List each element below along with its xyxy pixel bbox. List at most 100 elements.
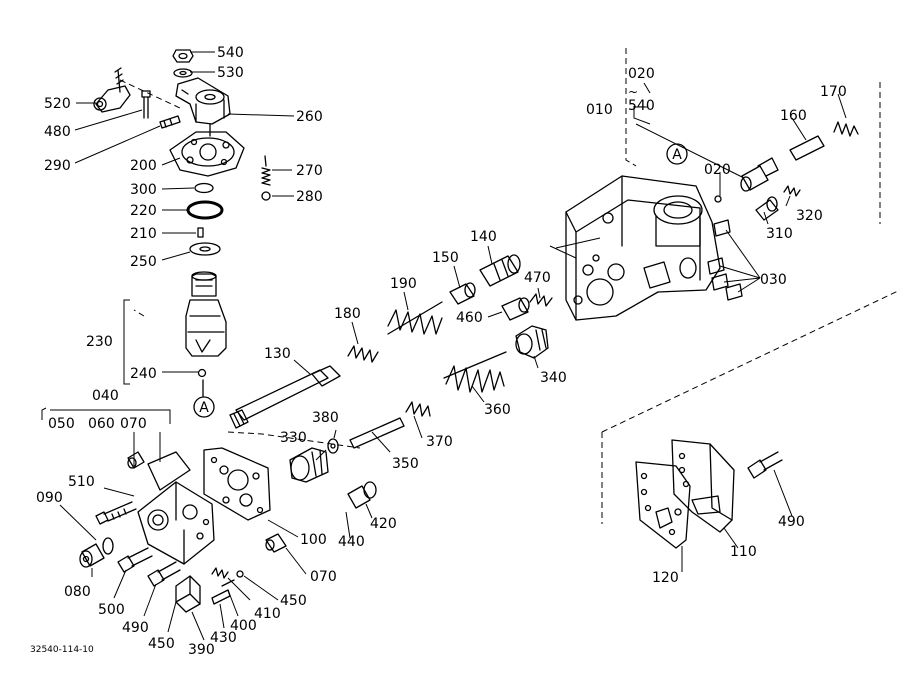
bolt-030d	[725, 283, 743, 301]
plug-460	[501, 297, 530, 321]
callout-350: 350	[392, 456, 419, 472]
dashed-boundaries	[119, 48, 901, 524]
tilde-mark: ~	[628, 85, 638, 99]
bolt-030b	[707, 257, 725, 275]
spring-320	[783, 185, 801, 197]
callout-110: 110	[730, 544, 757, 560]
callout-500: 500	[98, 602, 125, 618]
callout-490b: 490	[778, 514, 805, 530]
callout-510: 510	[68, 474, 95, 490]
gasket-100	[203, 447, 271, 521]
callout-300: 300	[130, 182, 157, 198]
callout-280: 280	[296, 189, 323, 205]
callout-220: 220	[130, 203, 157, 219]
ref-a-lower-label: A	[199, 400, 209, 416]
gasket-120	[635, 461, 691, 549]
washer-380	[327, 438, 339, 454]
callout-030: 030	[760, 272, 787, 288]
oring-090	[102, 537, 114, 555]
oring-220	[186, 200, 224, 220]
spring-360	[443, 351, 507, 393]
callout-360: 360	[484, 402, 511, 418]
callout-labels: 540 530 520 480 260 290 200 270 300 280 …	[36, 45, 847, 658]
piston-340	[515, 325, 549, 359]
pin-290	[159, 115, 181, 129]
callout-260: 260	[296, 109, 323, 125]
callout-180: 180	[334, 306, 361, 322]
callout-160: 160	[780, 108, 807, 124]
callout-190: 190	[390, 276, 417, 292]
spring-180	[347, 345, 379, 363]
arm-260	[175, 77, 231, 125]
sleeve-140	[479, 254, 521, 287]
washer-250	[189, 242, 221, 256]
callout-070b: 070	[310, 569, 337, 585]
callout-230: 230	[86, 334, 113, 350]
callout-100: 100	[300, 532, 327, 548]
callout-460: 460	[456, 310, 483, 326]
callout-540: 540	[217, 45, 244, 61]
callout-410: 410	[254, 606, 281, 622]
callout-170: 170	[820, 84, 847, 100]
bolt-490a	[147, 561, 181, 587]
callout-480: 480	[44, 124, 71, 140]
callout-210: 210	[130, 226, 157, 242]
spring-seat-150	[449, 282, 476, 305]
cap-060	[127, 451, 145, 469]
bolt-500	[117, 547, 153, 573]
callout-530: 530	[217, 65, 244, 81]
plug-310	[755, 196, 779, 221]
callout-010: 010	[586, 102, 613, 118]
callout-320: 320	[796, 208, 823, 224]
callout-090: 090	[36, 490, 63, 506]
bolt-030c	[711, 273, 729, 291]
bolt-490b	[747, 451, 783, 479]
callout-440: 440	[338, 534, 365, 550]
bolt-510	[95, 501, 137, 525]
spring-370	[405, 401, 431, 417]
callout-310: 310	[766, 226, 793, 242]
callout-290: 290	[44, 158, 71, 174]
block-390	[175, 575, 201, 613]
plug-080	[79, 543, 105, 568]
piston-330	[289, 447, 329, 483]
callout-380: 380	[312, 410, 339, 426]
housing-040	[137, 451, 215, 565]
valve-body-010	[565, 175, 721, 321]
pin-400	[221, 579, 235, 587]
callout-450b: 450	[280, 593, 307, 609]
spool-130	[229, 365, 341, 429]
callout-070a: 070	[120, 416, 147, 432]
plate-200	[169, 123, 245, 177]
callout-130: 130	[264, 346, 291, 362]
pin-160	[789, 135, 825, 161]
bolt-030a	[713, 219, 731, 237]
pin-210	[197, 227, 204, 238]
callout-340: 340	[540, 370, 567, 386]
plug-420	[347, 481, 377, 509]
leader-lines	[41, 51, 847, 641]
pin-430	[211, 589, 231, 605]
reference-a-lower-circle	[193, 396, 215, 418]
callout-400: 400	[230, 618, 257, 634]
callout-330: 330	[280, 430, 307, 446]
nut-540	[172, 49, 194, 63]
rod-end-520	[93, 67, 131, 113]
spring-170	[833, 121, 859, 137]
callout-390: 390	[188, 642, 215, 658]
plug-020	[740, 157, 779, 192]
callout-430: 430	[210, 630, 237, 646]
callout-490a: 490	[122, 620, 149, 636]
spring-410	[211, 567, 229, 579]
bolt-480	[141, 90, 151, 119]
ball-240	[197, 368, 207, 397]
callout-020b: 020	[704, 162, 731, 178]
callout-270: 270	[296, 163, 323, 179]
callout-020a: 020	[628, 66, 655, 82]
callout-470: 470	[524, 270, 551, 286]
spring-190	[387, 301, 443, 335]
drawing-code: 32540-114-10	[30, 645, 94, 655]
callout-050: 050	[48, 416, 75, 432]
ref-a-upper-label: A	[672, 147, 682, 163]
